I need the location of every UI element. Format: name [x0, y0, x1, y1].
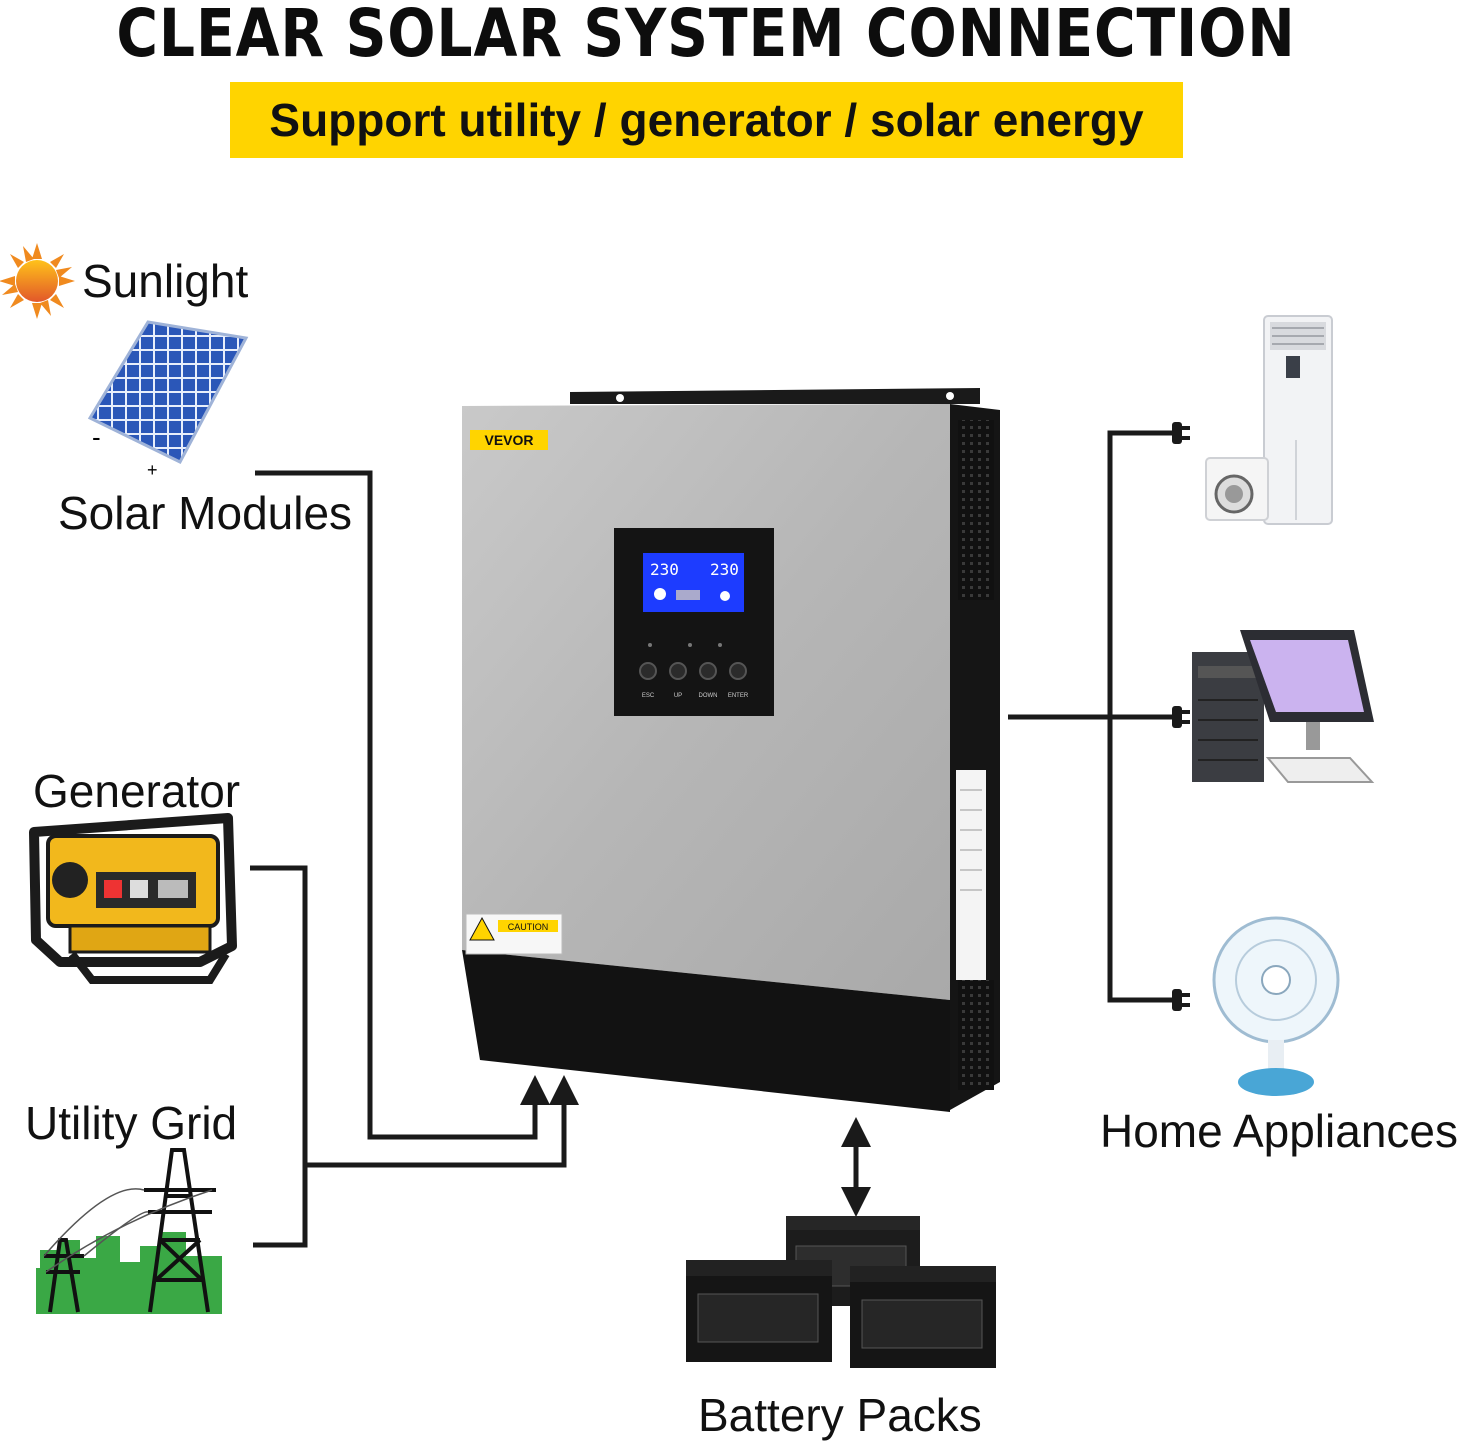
air-conditioner-icon [1263, 315, 1333, 525]
subtitle-banner: Support utility / generator / solar ener… [230, 82, 1183, 158]
caution-sticker: CAUTION [465, 913, 563, 955]
sun-icon [0, 243, 75, 319]
fan-icon [1212, 916, 1340, 1096]
solar-negative-terminal: - [92, 422, 101, 452]
output-wires [1008, 430, 1172, 1003]
generator-icon [29, 813, 237, 984]
inverter-unit: VEVOR 230 230 ESC UP DOWN ENTER CAUTION [462, 388, 1000, 1112]
solar-wire [255, 470, 550, 1140]
down-button-label: DOWN [699, 693, 718, 699]
lcd-input-voltage: 230 [650, 560, 679, 579]
desktop-computer-icon [1192, 630, 1375, 783]
solar-positive-terminal: + [147, 460, 158, 480]
battery-pack-icon [686, 1216, 996, 1368]
esc-button-label: ESC [642, 693, 655, 699]
input-wires [250, 470, 579, 1248]
battery-packs-label: Battery Packs [698, 1389, 982, 1441]
utility-grid-label: Utility Grid [25, 1097, 238, 1149]
enter-button[interactable] [729, 662, 747, 680]
washing-machine-icon [1205, 457, 1269, 521]
sunlight-label: Sunlight [82, 255, 249, 307]
brand-logo: VEVOR [484, 432, 533, 448]
plug-icon [1172, 989, 1190, 1011]
solar-modules-label: Solar Modules [58, 487, 353, 539]
subtitle-text: Support utility / generator / solar ener… [269, 94, 1144, 146]
plug-icons [1172, 422, 1190, 1011]
utility-grid-icon [36, 1148, 222, 1314]
enter-button-label: ENTER [728, 693, 749, 699]
plug-icon [1172, 422, 1190, 444]
caution-text: CAUTION [508, 922, 549, 932]
esc-button[interactable] [639, 662, 657, 680]
up-button[interactable] [669, 662, 687, 680]
page-title: CLEAR SOLAR SYSTEM CONNECTION [116, 0, 1296, 72]
lcd-output-voltage: 230 [710, 560, 739, 579]
up-button-label: UP [674, 693, 682, 699]
generator-grid-wire [250, 865, 308, 1248]
panel-buttons: ESC UP DOWN ENTER [639, 662, 749, 699]
solar-panel-icon [87, 320, 249, 464]
generator-label: Generator [33, 765, 241, 817]
plug-icon [1172, 706, 1190, 728]
down-button[interactable] [699, 662, 717, 680]
home-appliances-label: Home Appliances [1100, 1105, 1458, 1157]
ac-input-wire [305, 1075, 579, 1168]
